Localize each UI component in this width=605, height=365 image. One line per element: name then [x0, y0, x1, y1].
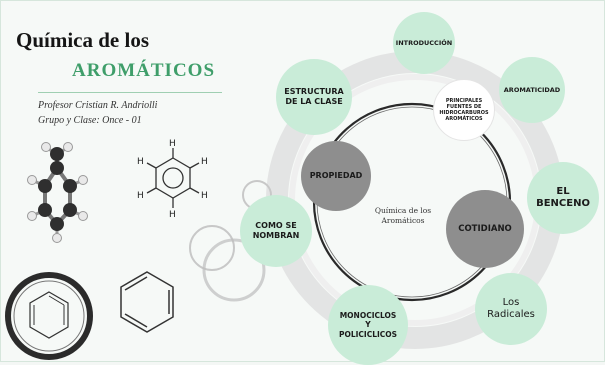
node-los-radicales[interactable]: Los Radicales — [475, 273, 547, 345]
node-introduccion[interactable]: INTRODUCCIÓN — [393, 12, 455, 74]
node-principales-fuentes[interactable]: PRINCIPALES FUENTES DE HIDROCARBUROS ARO… — [433, 79, 495, 141]
presentation-title-accent: AROMÁTICOS — [72, 60, 216, 81]
author-line: Profesor Cristian R. Andriolli — [38, 100, 158, 111]
ouroboros-benzene-icon — [5, 272, 93, 360]
toluene-model-icon — [27, 142, 88, 243]
center-topic-label: Química de los Aromáticos — [374, 206, 432, 226]
benzene-ring-icon — [120, 271, 174, 333]
node-como-se-nombran[interactable]: COMO SE NOMBRAN — [240, 195, 312, 267]
node-el-benceno[interactable]: EL BENCENO — [527, 162, 599, 234]
node-propiedad[interactable]: PROPIEDAD — [301, 141, 371, 211]
benzene-formula-icon — [146, 148, 200, 208]
hydrogen-label: H — [137, 157, 144, 167]
presentation-title: Química de los — [16, 28, 150, 52]
hydrogen-label: H — [201, 191, 208, 201]
node-estructura[interactable]: ESTRUCTURA DE LA CLASE — [276, 59, 352, 135]
group-line: Grupo y Clase: Once - 01 — [38, 115, 142, 126]
hydrogen-label: H — [169, 210, 176, 220]
hydrogen-label: H — [137, 191, 144, 201]
node-monociclos[interactable]: MONOCICLOS Y POLICICLICOS — [328, 285, 408, 365]
node-cotidiano[interactable]: COTIDIANO — [446, 190, 524, 268]
title-divider — [38, 92, 222, 93]
hydrogen-label: H — [201, 157, 208, 167]
hydrogen-label: H — [169, 139, 176, 149]
node-aromaticidad[interactable]: AROMATICIDAD — [499, 57, 565, 123]
